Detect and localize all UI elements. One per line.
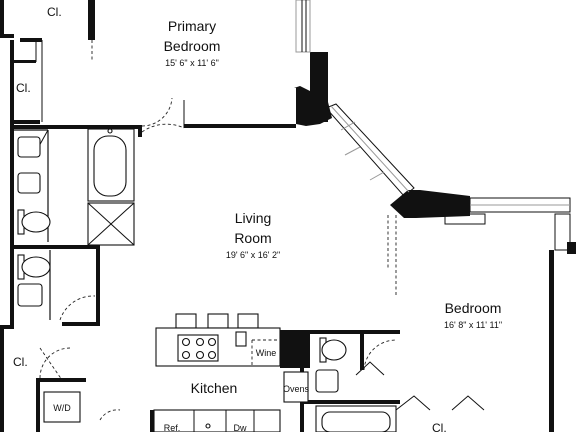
primary-bedroom-name-line1: Primary <box>168 18 216 34</box>
kitchen-name: Kitchen <box>191 380 238 396</box>
dishwasher-label: Dw <box>234 423 247 432</box>
fixture-labels: W/D Wine Ovens Ref. Dw <box>53 348 309 432</box>
bedroom-dims: 16' 8" x 11' 11" <box>444 320 502 330</box>
closet-labels: Cl. Cl. Cl. Cl. <box>13 5 447 432</box>
lower-right-bath-fixtures <box>315 337 397 432</box>
primary-bedroom-name-line2: Bedroom <box>164 38 221 54</box>
primary-bath-fixtures <box>17 128 135 246</box>
washer-dryer-label: W/D <box>53 403 71 413</box>
closet-label-upper-left: Cl. <box>16 81 31 95</box>
ovens-label: Ovens <box>283 384 310 394</box>
living-room-name-line1: Living <box>235 210 272 226</box>
living-room-name-line2: Room <box>234 230 271 246</box>
room-labels: Primary Bedroom 15' 6" x 11' 6" Living R… <box>164 18 502 396</box>
closet-label-bottom-right: Cl. <box>432 421 447 432</box>
second-bath-fixtures <box>17 254 96 321</box>
kitchen-fixtures <box>153 313 309 432</box>
living-room-dims: 19' 6" x 16' 2" <box>226 250 280 260</box>
utility-fixtures <box>39 347 485 423</box>
finish-lines <box>12 0 571 320</box>
refrigerator-label: Ref. <box>164 423 181 432</box>
primary-bedroom-dims: 15' 6" x 11' 6" <box>165 58 219 68</box>
closet-label-lower-left: Cl. <box>13 355 28 369</box>
closet-label-top: Cl. <box>47 5 62 19</box>
wine-label: Wine <box>256 348 277 358</box>
bedroom-name: Bedroom <box>445 300 502 316</box>
